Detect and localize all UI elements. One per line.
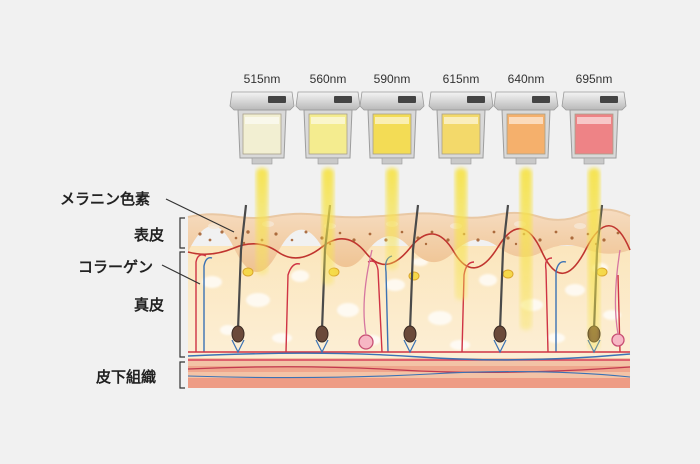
hair [493,204,510,354]
hair [403,204,420,354]
hair [231,204,248,354]
light-beam [588,168,600,350]
filter-head [295,91,361,165]
collagen-label: コラーゲン [78,258,154,276]
wavelength-label: 640nm [507,72,545,86]
light-beam [455,168,467,300]
wavelength-label: 590nm [373,72,411,86]
dermis-fibers [202,258,621,350]
filter-head [493,91,559,165]
skin-block [187,204,631,388]
light-beams [256,168,600,350]
light-beam [256,168,268,275]
filter-head [359,91,425,165]
light-beam [520,168,532,330]
filter-head [561,91,627,165]
wavelength-label: 515nm [243,72,281,86]
filter-heads [229,91,627,165]
melanin-label: メラニン色素 [60,190,151,208]
blood-vessels [187,254,631,361]
subcutis-label: 皮下組織 [96,368,157,386]
wavelength-label: 560nm [309,72,347,86]
wavelength-label: 615nm [442,72,480,86]
filter-head [428,91,494,165]
layer-brackets [161,198,235,389]
light-beam [322,168,334,285]
epidermis-label: 表皮 [134,226,165,244]
light-beam [386,168,398,270]
dermis-label: 真皮 [134,296,165,314]
wavelength-label: 695nm [575,72,613,86]
sweat-glands [358,249,625,350]
filter-head [229,91,295,165]
